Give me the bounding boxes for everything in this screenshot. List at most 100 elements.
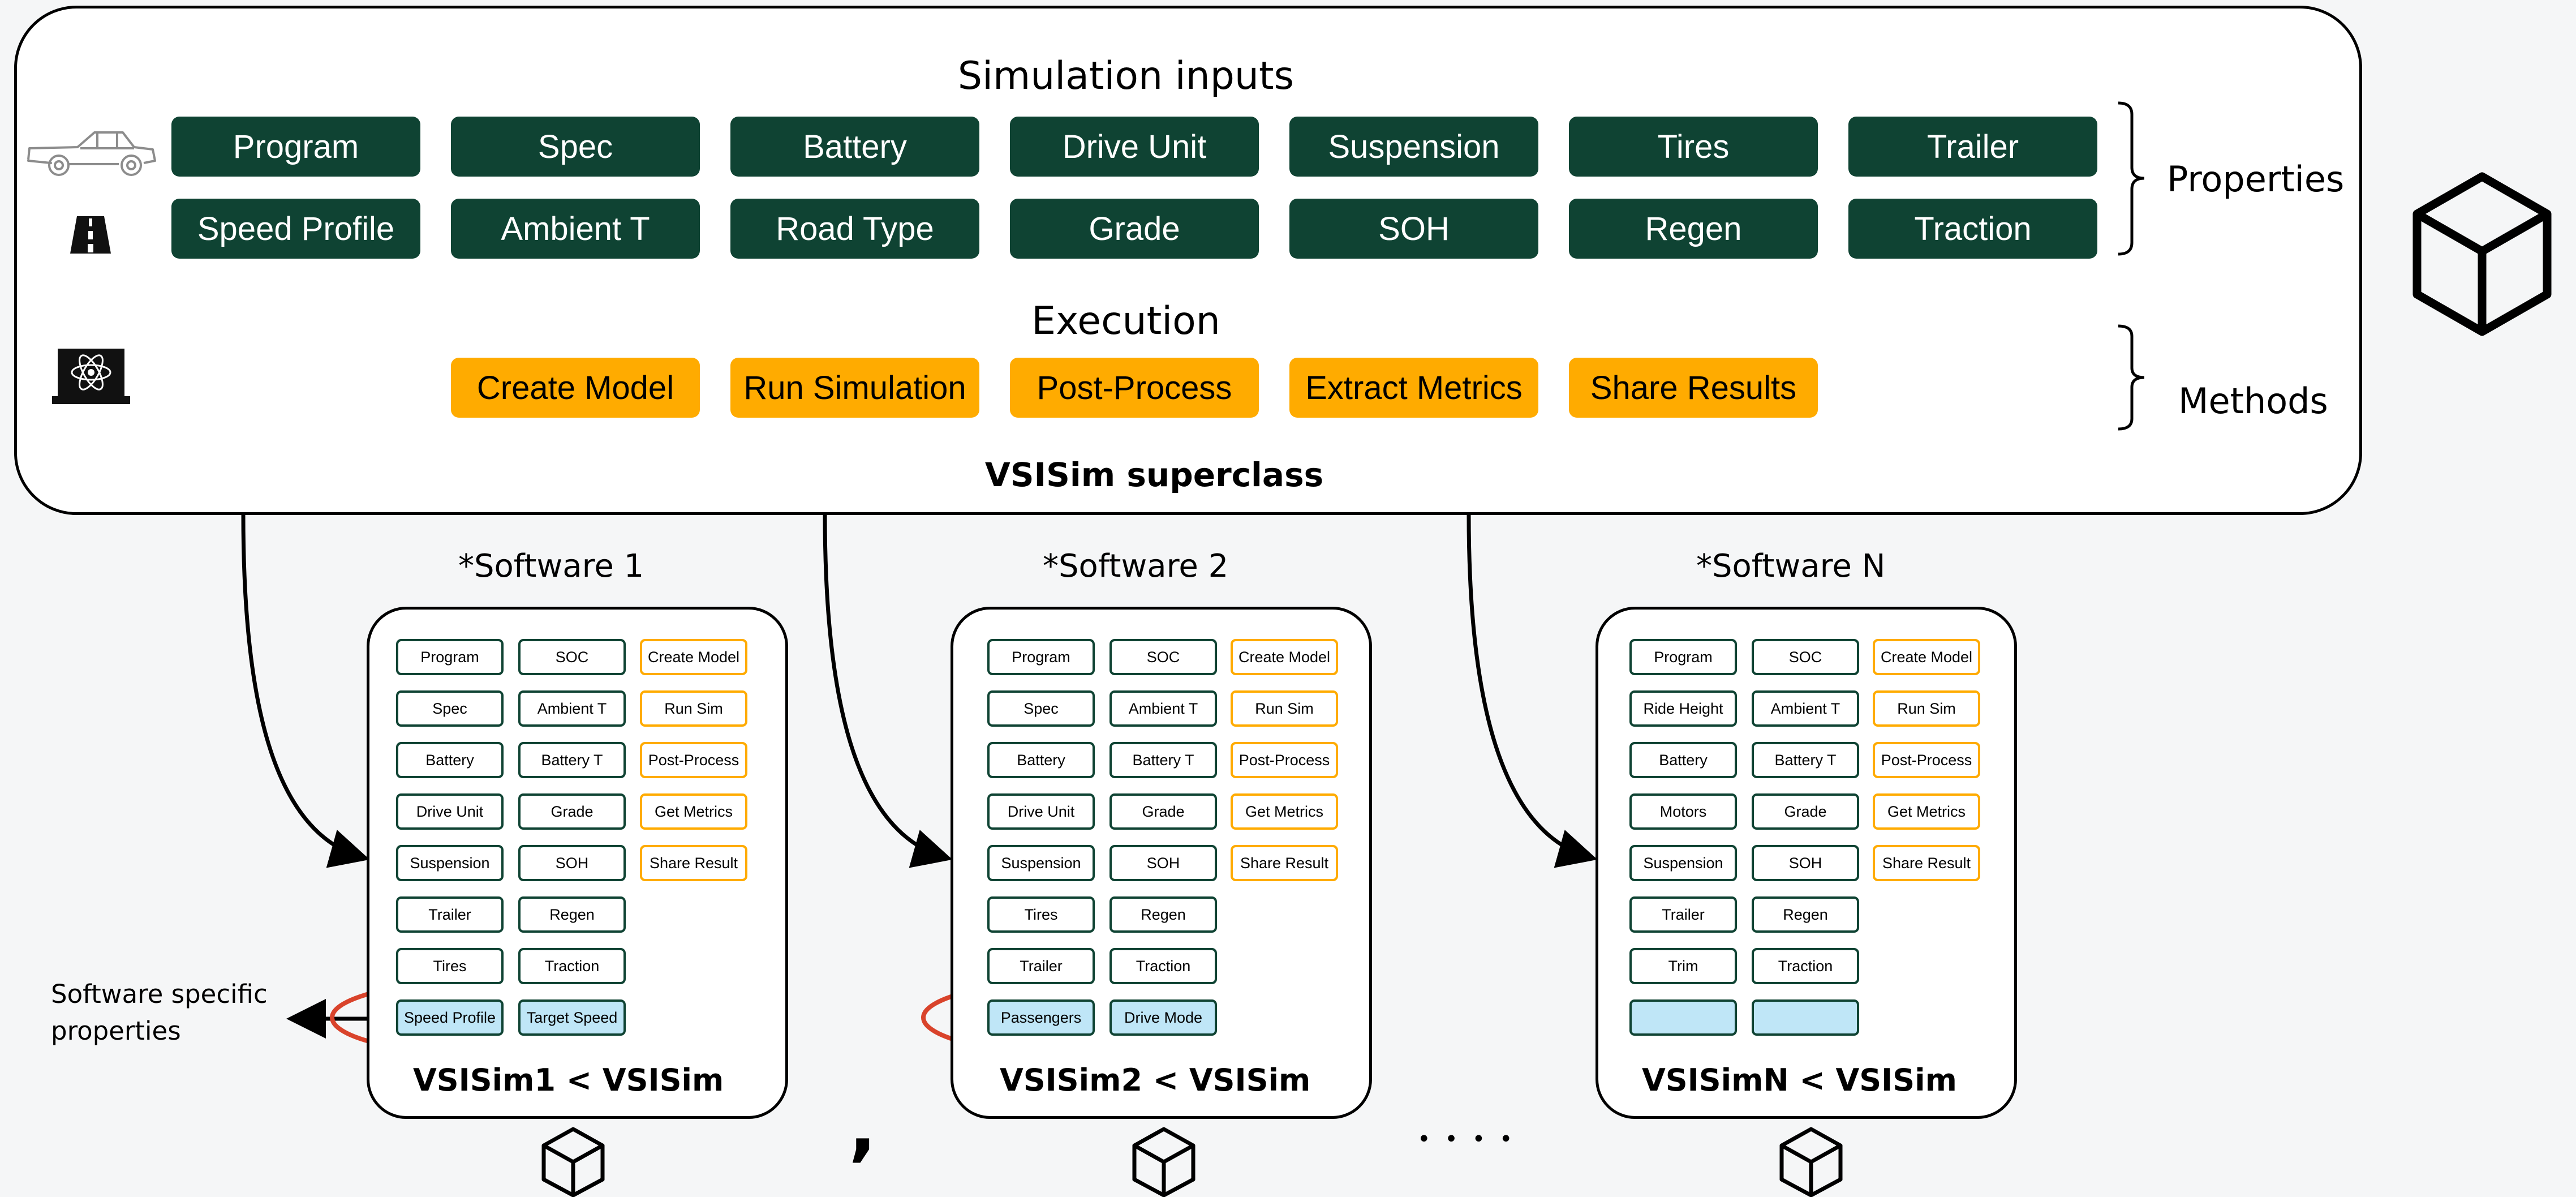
- software-1-label: *Software 1: [458, 548, 644, 585]
- sub1-method-share-result: Share Result: [640, 845, 747, 881]
- subn-method-run-sim: Run Sim: [1873, 690, 1980, 727]
- sub2-prop-ambient-t: Ambient T: [1109, 690, 1217, 727]
- method-share-results: Share Results: [1569, 358, 1818, 418]
- superclass-name: VSISim superclass: [984, 456, 1324, 494]
- subclass-1-name: VSISim1 < VSISim: [413, 1062, 724, 1098]
- subn-prop-ambient-t: Ambient T: [1752, 690, 1859, 727]
- subn-prop-suspension: Suspension: [1629, 845, 1737, 881]
- property-soh: SOH: [1289, 199, 1538, 259]
- method-extract-metrics: Extract Metrics: [1289, 358, 1538, 418]
- sub1-specific-speed-profile: Speed Profile: [396, 999, 504, 1036]
- sub2-prop-suspension: Suspension: [987, 845, 1095, 881]
- laptop-atom-icon: [52, 349, 130, 404]
- subn-prop-grade: Grade: [1752, 793, 1859, 830]
- property-suspension: Suspension: [1289, 117, 1538, 177]
- subclass-2-name: VSISim2 < VSISim: [1000, 1062, 1311, 1098]
- software-2-label: *Software 2: [1043, 548, 1229, 585]
- sub2-prop-battery: Battery: [987, 742, 1095, 778]
- software-specific-label-line1: Software specific: [51, 979, 268, 1009]
- subn-prop-trim: Trim: [1629, 948, 1737, 984]
- subn-prop-regen: Regen: [1752, 896, 1859, 933]
- cube-icon: [1132, 1127, 1195, 1197]
- subn-specific-empty-2: [1752, 999, 1859, 1036]
- property-program: Program: [171, 117, 420, 177]
- sub2-prop-drive-unit: Drive Unit: [987, 793, 1095, 830]
- truck-icon: [27, 131, 156, 176]
- sub1-prop-spec: Spec: [396, 690, 504, 727]
- subn-prop-motors: Motors: [1629, 793, 1737, 830]
- property-spec: Spec: [451, 117, 700, 177]
- sub1-prop-program: Program: [396, 639, 504, 675]
- sub2-prop-trailer: Trailer: [987, 948, 1095, 984]
- software-specific-label-line2: properties: [51, 1016, 181, 1046]
- sub1-prop-soh: SOH: [518, 845, 626, 881]
- sub1-prop-trailer: Trailer: [396, 896, 504, 933]
- sub1-specific-target-speed: Target Speed: [518, 999, 626, 1036]
- cube-icon: [2412, 172, 2552, 336]
- sub2-method-create-model: Create Model: [1231, 639, 1338, 675]
- properties-label: Properties: [2167, 158, 2345, 200]
- method-post-process: Post-Process: [1010, 358, 1259, 418]
- property-traction: Traction: [1848, 199, 2097, 259]
- subn-method-share-result: Share Result: [1873, 845, 1980, 881]
- sub2-method-post-process: Post-Process: [1231, 742, 1338, 778]
- method-create-model: Create Model: [451, 358, 700, 418]
- sub2-prop-traction: Traction: [1109, 948, 1217, 984]
- property-speed-profile: Speed Profile: [171, 199, 420, 259]
- property-battery: Battery: [730, 117, 979, 177]
- property-tires: Tires: [1569, 117, 1818, 177]
- sub1-prop-soc: SOC: [518, 639, 626, 675]
- subn-method-get-metrics: Get Metrics: [1873, 793, 1980, 830]
- subn-method-create-model: Create Model: [1873, 639, 1980, 675]
- property-regen: Regen: [1569, 199, 1818, 259]
- property-road-type: Road Type: [730, 199, 979, 259]
- properties-brace: [2118, 101, 2145, 256]
- sub1-prop-suspension: Suspension: [396, 845, 504, 881]
- cube-icon: [541, 1127, 605, 1197]
- subn-specific-empty-1: [1629, 999, 1737, 1036]
- subn-prop-soh: SOH: [1752, 845, 1859, 881]
- sub1-prop-ambient-t: Ambient T: [518, 690, 626, 727]
- execution-title: Execution: [1031, 299, 1220, 344]
- sub2-prop-soc: SOC: [1109, 639, 1217, 675]
- sub2-prop-tires: Tires: [987, 896, 1095, 933]
- property-ambient-t: Ambient T: [451, 199, 700, 259]
- sub2-method-share-result: Share Result: [1231, 845, 1338, 881]
- sub1-prop-tires: Tires: [396, 948, 504, 984]
- subn-prop-program: Program: [1629, 639, 1737, 675]
- methods-brace: [2118, 324, 2145, 431]
- simulation-inputs-title: Simulation inputs: [957, 54, 1295, 98]
- subclass-n-panel: Program Ride Height Battery Motors Suspe…: [1596, 607, 2017, 1119]
- sub2-prop-regen: Regen: [1109, 896, 1217, 933]
- sub1-method-run-sim: Run Sim: [640, 690, 747, 727]
- method-run-simulation: Run Simulation: [730, 358, 979, 418]
- subn-method-post-process: Post-Process: [1873, 742, 1980, 778]
- subn-prop-battery: Battery: [1629, 742, 1737, 778]
- sub1-prop-battery: Battery: [396, 742, 504, 778]
- subn-prop-soc: SOC: [1752, 639, 1859, 675]
- property-trailer: Trailer: [1848, 117, 2097, 177]
- sub2-specific-drive-mode: Drive Mode: [1109, 999, 1217, 1036]
- property-drive-unit: Drive Unit: [1010, 117, 1259, 177]
- comma-separator: ,: [849, 1084, 877, 1170]
- sub1-prop-grade: Grade: [518, 793, 626, 830]
- sub2-method-get-metrics: Get Metrics: [1231, 793, 1338, 830]
- subclass-n-name: VSISimN < VSISim: [1642, 1062, 1957, 1098]
- ellipsis-separator: • • • •: [1417, 1126, 1516, 1152]
- subn-prop-traction: Traction: [1752, 948, 1859, 984]
- software-n-label: *Software N: [1696, 548, 1886, 585]
- sub2-method-run-sim: Run Sim: [1231, 690, 1338, 727]
- sub1-prop-battery-t: Battery T: [518, 742, 626, 778]
- sub1-method-post-process: Post-Process: [640, 742, 747, 778]
- sub2-prop-battery-t: Battery T: [1109, 742, 1217, 778]
- subclass-1-panel: Program Spec Battery Drive Unit Suspensi…: [367, 607, 788, 1119]
- property-grade: Grade: [1010, 199, 1259, 259]
- subn-prop-trailer: Trailer: [1629, 896, 1737, 933]
- sub1-prop-drive-unit: Drive Unit: [396, 793, 504, 830]
- superclass-box: [14, 6, 2362, 515]
- road-icon: [70, 216, 111, 254]
- subclass-2-panel: Program Spec Battery Drive Unit Suspensi…: [951, 607, 1372, 1119]
- sub2-prop-program: Program: [987, 639, 1095, 675]
- sub1-prop-traction: Traction: [518, 948, 626, 984]
- sub2-prop-spec: Spec: [987, 690, 1095, 727]
